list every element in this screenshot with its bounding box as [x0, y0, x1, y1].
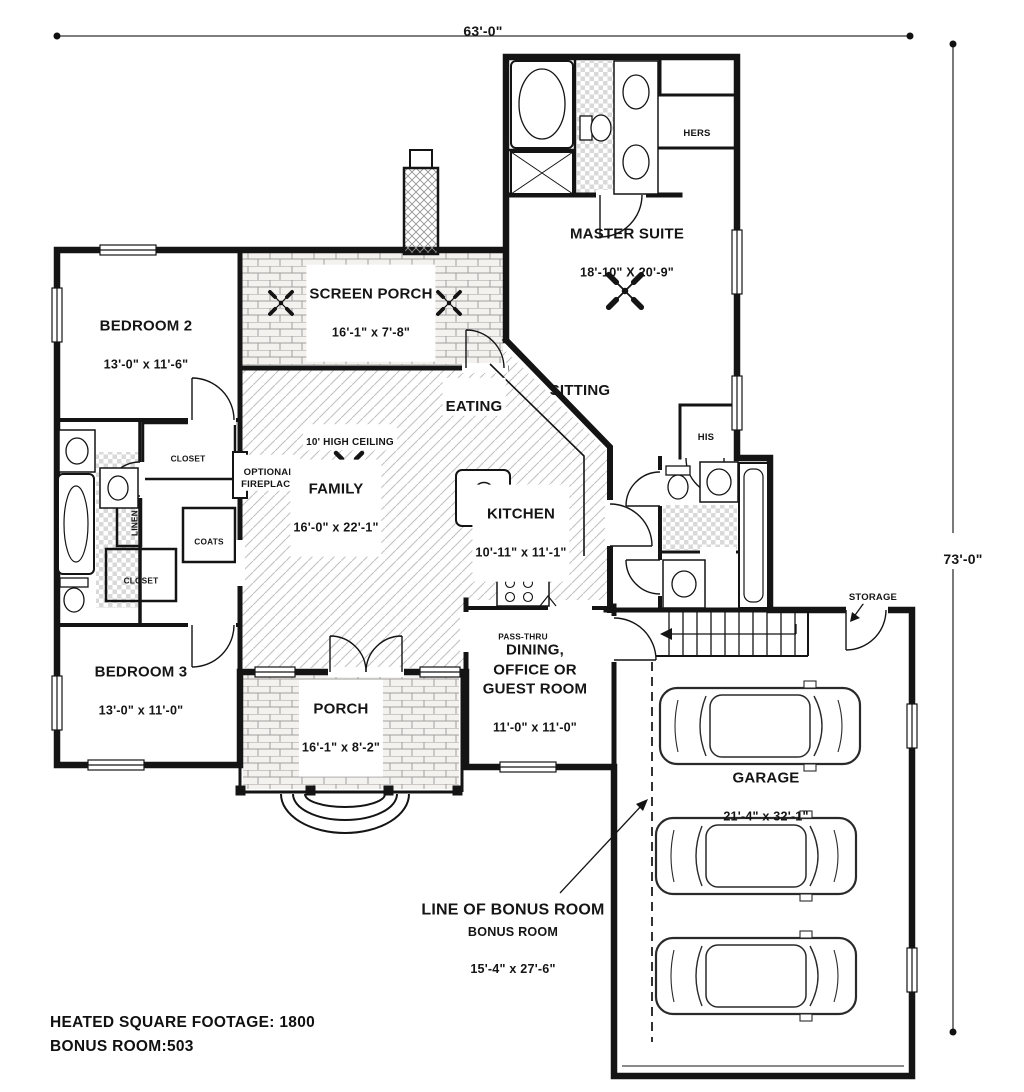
- master-suite-label: MASTER SUITE 18'-10" X 20'-9": [569, 226, 685, 280]
- overall-width-dimension: 63'-0": [463, 23, 503, 39]
- linen-label: LINEN: [129, 510, 139, 536]
- his-closet-label: HIS: [697, 432, 715, 443]
- hers-closet-label: HERS: [683, 128, 711, 139]
- high-ceiling-note: 10' HIGH CEILING: [303, 424, 397, 450]
- pass-thru-label: PASS-THRU: [498, 631, 548, 641]
- stairs: [656, 612, 809, 657]
- master-toilet: [579, 115, 593, 141]
- car-3: [654, 929, 858, 1023]
- diagonal-wall: [501, 335, 613, 613]
- closet-lower-walls: [104, 547, 178, 603]
- hall-bath-tile: [663, 505, 737, 550]
- garage-cars: [622, 679, 904, 1067]
- wall-openings: [135, 190, 888, 677]
- exterior-walls: [53, 53, 916, 1080]
- storage-label: STORAGE: [845, 579, 901, 605]
- bonus-room-label: BONUS ROOM 15'-4" x 27'-6": [467, 925, 559, 977]
- coats-closet-walls: [181, 506, 237, 564]
- garage-label: GARAGE 21'-4" x 32'-1": [723, 770, 809, 824]
- porch-structure: [235, 672, 464, 796]
- hall-toilet: [665, 465, 691, 476]
- overall-height-dimension: 73'-0": [940, 533, 986, 569]
- line-of-bonus-room-label: LINE OF BONUS ROOM: [421, 902, 605, 919]
- coats-label: COATS: [194, 536, 224, 546]
- sitting-label: SITTING: [549, 382, 611, 399]
- porch-label: PORCH 16'-1" x 8'-2": [298, 679, 384, 777]
- dining-office-guest-label: DINING, OFFICE OR GUEST ROOM 11'-0" x 11…: [482, 641, 588, 734]
- eating-label: EATING: [442, 377, 506, 417]
- bedroom-2-label: BEDROOM 2 13'-0" x 11'-6": [99, 318, 193, 372]
- bath-fixtures: [57, 60, 769, 613]
- left-toilet: [59, 577, 89, 588]
- family-room-label: FAMILY 16'-0" x 22'-1": [290, 459, 382, 557]
- bonus-room-footage-text: BONUS ROOM:503: [50, 1038, 194, 1055]
- master-tub: [510, 60, 574, 149]
- kitchen-label: KITCHEN 10'-11" x 11'-1": [472, 484, 570, 582]
- hers-closet-walls: [658, 55, 737, 150]
- his-closet-walls: [678, 403, 739, 460]
- stairs-arrow: [660, 628, 672, 640]
- closet-upper-label: CLOSET: [170, 453, 206, 463]
- chimney: [402, 149, 440, 256]
- heated-square-footage-text: HEATED SQUARE FOOTAGE: 1800: [50, 1014, 316, 1031]
- bonus-line-arrowhead: [636, 799, 648, 811]
- windows: [51, 229, 918, 993]
- screen-porch-label: SCREEN PORCH 16'-1" x 7'-8": [306, 264, 436, 362]
- storage-arrowhead: [850, 612, 860, 622]
- annotation-arrows: [559, 599, 867, 894]
- bedroom-3-label: BEDROOM 3 13'-0" x 11'-0": [94, 664, 188, 718]
- optional-fireplace-note: OPTIONAL FIREPLACE: [238, 454, 300, 492]
- closet-lower-label: CLOSET: [123, 575, 159, 585]
- porch-steps: [280, 793, 410, 834]
- hall-tub: [738, 462, 769, 609]
- kitchen-counter: [489, 363, 585, 556]
